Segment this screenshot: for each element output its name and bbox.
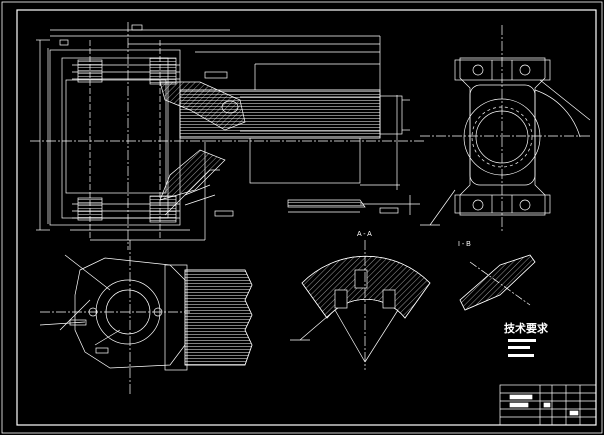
tech-requirements-title: 技术要求 <box>504 321 549 335</box>
section-b-b-label: I - B <box>458 241 471 248</box>
pin-hole <box>221 100 239 114</box>
spline-hub-outer <box>463 98 541 176</box>
spline-hub-inner <box>471 106 533 168</box>
side-housing <box>459 57 546 216</box>
main-view <box>30 22 425 250</box>
flange-outline <box>74 257 186 369</box>
flange-bore <box>95 279 161 345</box>
note-line-3 <box>508 354 534 357</box>
side-view <box>420 25 591 232</box>
section-b-b <box>459 254 536 311</box>
section-a-a <box>290 240 431 370</box>
section-a-a-label: A - A <box>357 231 372 238</box>
shaft-body <box>179 89 381 139</box>
title-block <box>499 384 597 426</box>
note-line-2 <box>508 346 530 349</box>
inner-frame <box>16 9 597 426</box>
bottom-left-view <box>39 240 253 395</box>
note-line-1 <box>508 339 536 342</box>
tech-requirements-notes <box>508 339 536 357</box>
